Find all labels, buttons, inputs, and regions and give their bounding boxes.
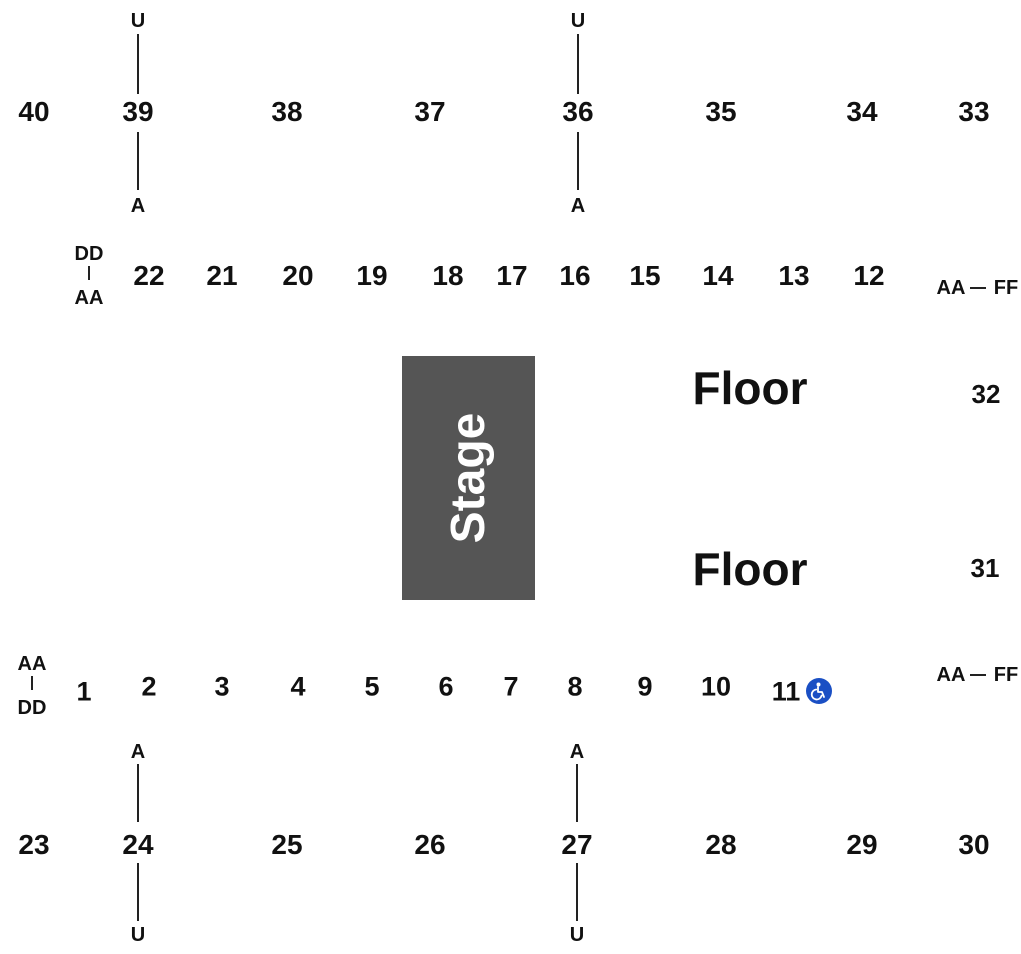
section-10[interactable]: 10	[700, 671, 732, 702]
section-26[interactable]: 26	[414, 829, 446, 860]
row-range-line	[137, 34, 139, 94]
section-12[interactable]: 12	[853, 260, 885, 291]
row-label-top: DD	[74, 243, 104, 265]
section-4[interactable]: 4	[290, 671, 306, 702]
row-range-line	[137, 863, 139, 921]
section-18[interactable]: 18	[432, 260, 464, 291]
section-7[interactable]: 7	[503, 671, 519, 702]
row-label-top: AA	[17, 653, 47, 675]
section-24[interactable]: 24	[122, 829, 154, 860]
section-19[interactable]: 19	[356, 260, 388, 291]
row-label-bottom: A	[130, 195, 146, 217]
section-11[interactable]: 11	[771, 676, 801, 707]
row-range-line	[970, 287, 986, 289]
row-range-line	[970, 674, 986, 676]
section-17[interactable]: 17	[496, 260, 528, 291]
section-27[interactable]: 27	[561, 829, 593, 860]
section-9[interactable]: 9	[637, 671, 653, 702]
section-34[interactable]: 34	[846, 96, 878, 127]
section-40[interactable]: 40	[18, 96, 50, 127]
section-1[interactable]: 1	[76, 676, 92, 707]
floor-section-lower[interactable]: Floor	[692, 543, 808, 595]
section-29[interactable]: 29	[846, 829, 878, 860]
floor-section-upper[interactable]: Floor	[692, 362, 808, 414]
section-28[interactable]: 28	[705, 829, 737, 860]
section-13[interactable]: 13	[778, 260, 810, 291]
row-label-bottom: U	[130, 924, 146, 946]
section-3[interactable]: 3	[214, 671, 230, 702]
row-range-line	[137, 764, 139, 822]
section-30[interactable]: 30	[958, 829, 990, 860]
wheelchair-accessible-icon	[806, 678, 832, 704]
row-range-line	[88, 266, 90, 280]
stage-label: Stage	[441, 412, 495, 544]
section-20[interactable]: 20	[282, 260, 314, 291]
row-range-line	[577, 132, 579, 190]
section-16[interactable]: 16	[559, 260, 591, 291]
row-range-line	[137, 132, 139, 190]
row-range-end: FF	[993, 664, 1019, 686]
row-label-top: U	[130, 10, 146, 32]
row-range-line	[577, 34, 579, 94]
section-8[interactable]: 8	[567, 671, 583, 702]
section-37[interactable]: 37	[414, 96, 446, 127]
row-range-line	[576, 764, 578, 822]
row-range-line	[31, 676, 33, 690]
row-range-line	[576, 863, 578, 921]
row-label-top: A	[130, 741, 146, 763]
row-label-top: U	[570, 10, 586, 32]
section-36[interactable]: 36	[562, 96, 594, 127]
section-21[interactable]: 21	[206, 260, 238, 291]
section-22[interactable]: 22	[133, 260, 165, 291]
row-range-end: FF	[993, 277, 1019, 299]
section-25[interactable]: 25	[271, 829, 303, 860]
stage: Stage	[402, 356, 535, 600]
section-38[interactable]: 38	[271, 96, 303, 127]
section-5[interactable]: 5	[364, 671, 380, 702]
section-15[interactable]: 15	[629, 260, 661, 291]
row-label-bottom: A	[570, 195, 586, 217]
section-23[interactable]: 23	[18, 829, 50, 860]
section-31[interactable]: 31	[970, 553, 1000, 583]
section-32[interactable]: 32	[971, 379, 1001, 409]
section-39[interactable]: 39	[122, 96, 154, 127]
row-label-bottom: DD	[17, 697, 47, 719]
section-6[interactable]: 6	[438, 671, 454, 702]
section-2[interactable]: 2	[141, 671, 157, 702]
row-label-bottom: AA	[74, 287, 104, 309]
section-14[interactable]: 14	[702, 260, 734, 291]
section-35[interactable]: 35	[705, 96, 737, 127]
row-range-start: AA	[936, 664, 966, 686]
row-label-bottom: U	[569, 924, 585, 946]
row-range-start: AA	[936, 277, 966, 299]
row-label-top: A	[569, 741, 585, 763]
section-33[interactable]: 33	[958, 96, 990, 127]
